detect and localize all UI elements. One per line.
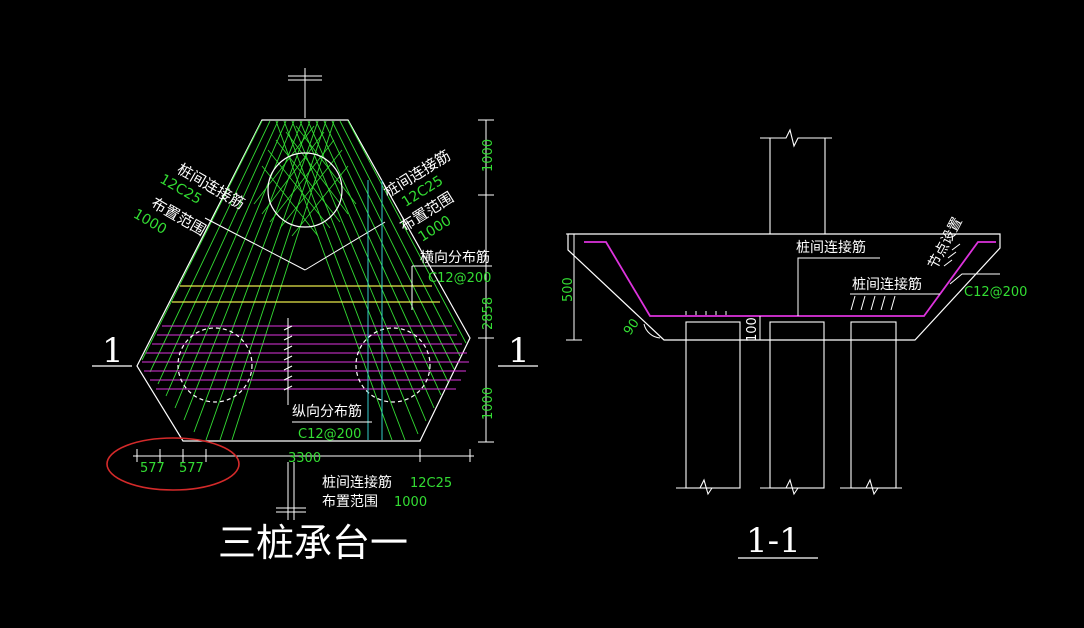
section-mark-right: 1 xyxy=(498,331,538,371)
label-bottom-note: 桩间连接筋 12C25 布置范围 1000 xyxy=(276,462,452,520)
svg-text:C12@200: C12@200 xyxy=(298,427,361,442)
svg-text:节点设置: 节点设置 xyxy=(925,215,965,272)
label-transverse: 横向分布筋 C12@200 xyxy=(411,249,492,310)
section-column xyxy=(760,128,832,234)
section-view: 500 100 90 桩间连接筋 桩间连接筋 节点设置 C12@2 xyxy=(561,128,1027,561)
pile-cap-outline xyxy=(136,119,471,442)
section-label-spec: C12@200 xyxy=(943,243,1027,300)
dim-577-second: 577 xyxy=(179,461,204,476)
rebar-magenta xyxy=(142,325,469,390)
cyan-guide xyxy=(367,180,383,440)
section-main-rebar xyxy=(584,241,996,317)
svg-text:布置范围: 布置范围 xyxy=(322,493,378,510)
column-axis-mark xyxy=(288,68,322,118)
section-dim-500: 500 xyxy=(561,277,576,302)
section-piles xyxy=(676,321,902,496)
section-title: 1-1 xyxy=(746,521,801,561)
section-label-middle: 桩间连接筋 xyxy=(796,239,880,316)
dim-right-2858: 2858 xyxy=(481,297,496,330)
svg-text:桩间连接筋: 桩间连接筋 xyxy=(322,474,392,491)
section-dim-100: 100 xyxy=(745,317,760,342)
plan-view: 1000 2858 1000 3300 577 577 1 1 桩间连接筋 xyxy=(92,68,538,565)
section-dim-left xyxy=(566,233,582,341)
highlight-circle xyxy=(106,437,240,491)
dim-577-first: 577 xyxy=(140,461,165,476)
dim-right-1000-top: 1000 xyxy=(481,139,496,172)
svg-text:横向分布筋: 横向分布筋 xyxy=(420,249,490,266)
section-label-node: 节点设置 xyxy=(925,215,965,272)
label-longitudinal: 纵向分布筋 C12@200 xyxy=(292,403,372,442)
range-leaders xyxy=(204,217,386,271)
svg-text:1: 1 xyxy=(508,331,530,371)
section-mark-left: 1 xyxy=(92,331,132,371)
pile-bottom-left xyxy=(177,327,253,403)
svg-text:1000: 1000 xyxy=(394,495,427,510)
svg-text:12C25: 12C25 xyxy=(410,476,452,491)
dim-bottom xyxy=(133,449,474,462)
svg-text:C12@200: C12@200 xyxy=(428,271,491,286)
angle-label: 90 xyxy=(621,316,643,338)
section-label-lower: 桩间连接筋 xyxy=(850,276,940,295)
svg-text:桩间连接筋: 桩间连接筋 xyxy=(852,276,922,293)
svg-text:1: 1 xyxy=(102,331,124,371)
angle-arc xyxy=(643,323,661,339)
rebar-yellow xyxy=(172,285,440,303)
dim-right xyxy=(478,119,494,443)
section-cap-outline xyxy=(567,233,1001,341)
svg-text:桩间连接筋: 桩间连接筋 xyxy=(796,239,866,256)
svg-text:C12@200: C12@200 xyxy=(964,285,1027,300)
pile-top xyxy=(267,152,343,228)
rebar-crosshatch-top xyxy=(253,125,357,237)
plan-title: 三桩承台一 xyxy=(218,521,408,565)
pile-bottom-right xyxy=(355,327,431,403)
rebar-bundle-left xyxy=(141,120,335,441)
center-marker xyxy=(283,318,293,405)
dim-width-3300: 3300 xyxy=(288,451,321,466)
svg-text:纵向分布筋: 纵向分布筋 xyxy=(292,403,362,420)
section-ticks xyxy=(685,295,896,315)
dim-right-1000-bottom: 1000 xyxy=(481,387,496,420)
rebar-bundle-right xyxy=(275,120,467,441)
